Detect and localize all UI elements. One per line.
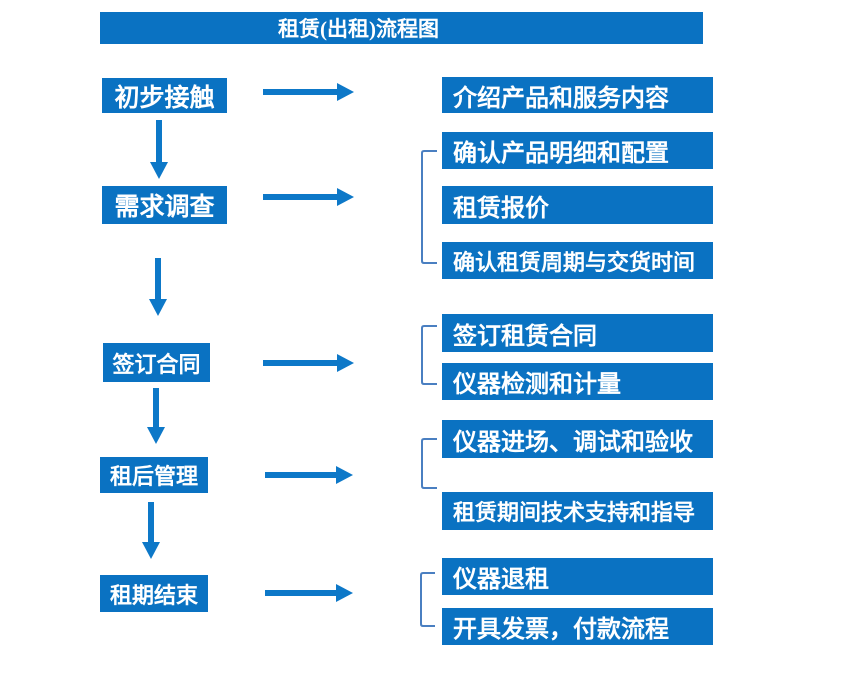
page-title: 租赁(出租)流程图: [278, 17, 439, 41]
detail-box-tech-support: 租赁期间技术支持和指导: [442, 492, 713, 530]
detail-box-invoice-payment: 开具发票，付款流程: [442, 608, 713, 645]
step-label: 租期结束: [109, 582, 198, 608]
step-box-rental-end: 租期结束: [100, 575, 208, 612]
detail-label: 租赁报价: [453, 195, 549, 222]
detail-box-confirm-product-details: 确认产品明细和配置: [442, 132, 713, 169]
step-label: 租后管理: [109, 464, 198, 489]
step-box-initial-contact: 初步接触: [102, 78, 227, 113]
detail-label: 仪器退租: [453, 567, 549, 593]
step-label: 需求调查: [114, 194, 215, 221]
detail-label: 仪器检测和计量: [453, 372, 621, 398]
detail-label: 确认租赁周期与交货时间: [453, 249, 696, 275]
detail-label: 介绍产品和服务内容: [453, 85, 669, 112]
detail-box-instrument-return: 仪器退租: [442, 558, 713, 595]
detail-label: 确认产品明细和配置: [453, 141, 669, 167]
bracket-group-sign-contract: [421, 325, 437, 385]
step-box-sign-contract: 签订合同: [103, 343, 210, 382]
detail-label: 租赁期间技术支持和指导: [453, 500, 696, 525]
bracket-group-rental-end: [420, 572, 435, 627]
detail-box-rental-quote: 租赁报价: [442, 186, 713, 224]
detail-box-sign-rental-contract: 签订租赁合同: [442, 314, 713, 352]
detail-label: 仪器进场、调试和验收: [453, 429, 693, 456]
step-box-demand-survey: 需求调查: [102, 186, 227, 224]
detail-box-confirm-period-delivery: 确认租赁周期与交货时间: [442, 242, 713, 279]
step-label: 签订合同: [112, 351, 201, 377]
bracket-group-demand-survey: [421, 150, 437, 264]
step-box-post-rental-management: 租后管理: [100, 457, 208, 493]
step-label: 初步接触: [114, 84, 215, 112]
detail-label: 签订租赁合同: [453, 323, 597, 350]
detail-box-introduce-products: 介绍产品和服务内容: [442, 77, 713, 113]
detail-label: 开具发票，付款流程: [453, 617, 669, 643]
detail-box-instrument-setup-acceptance: 仪器进场、调试和验收: [442, 420, 713, 458]
detail-box-instrument-testing: 仪器检测和计量: [442, 363, 713, 400]
bracket-group-post-rental: [421, 438, 437, 489]
title-bar: 租赁(出租)流程图: [100, 12, 703, 44]
